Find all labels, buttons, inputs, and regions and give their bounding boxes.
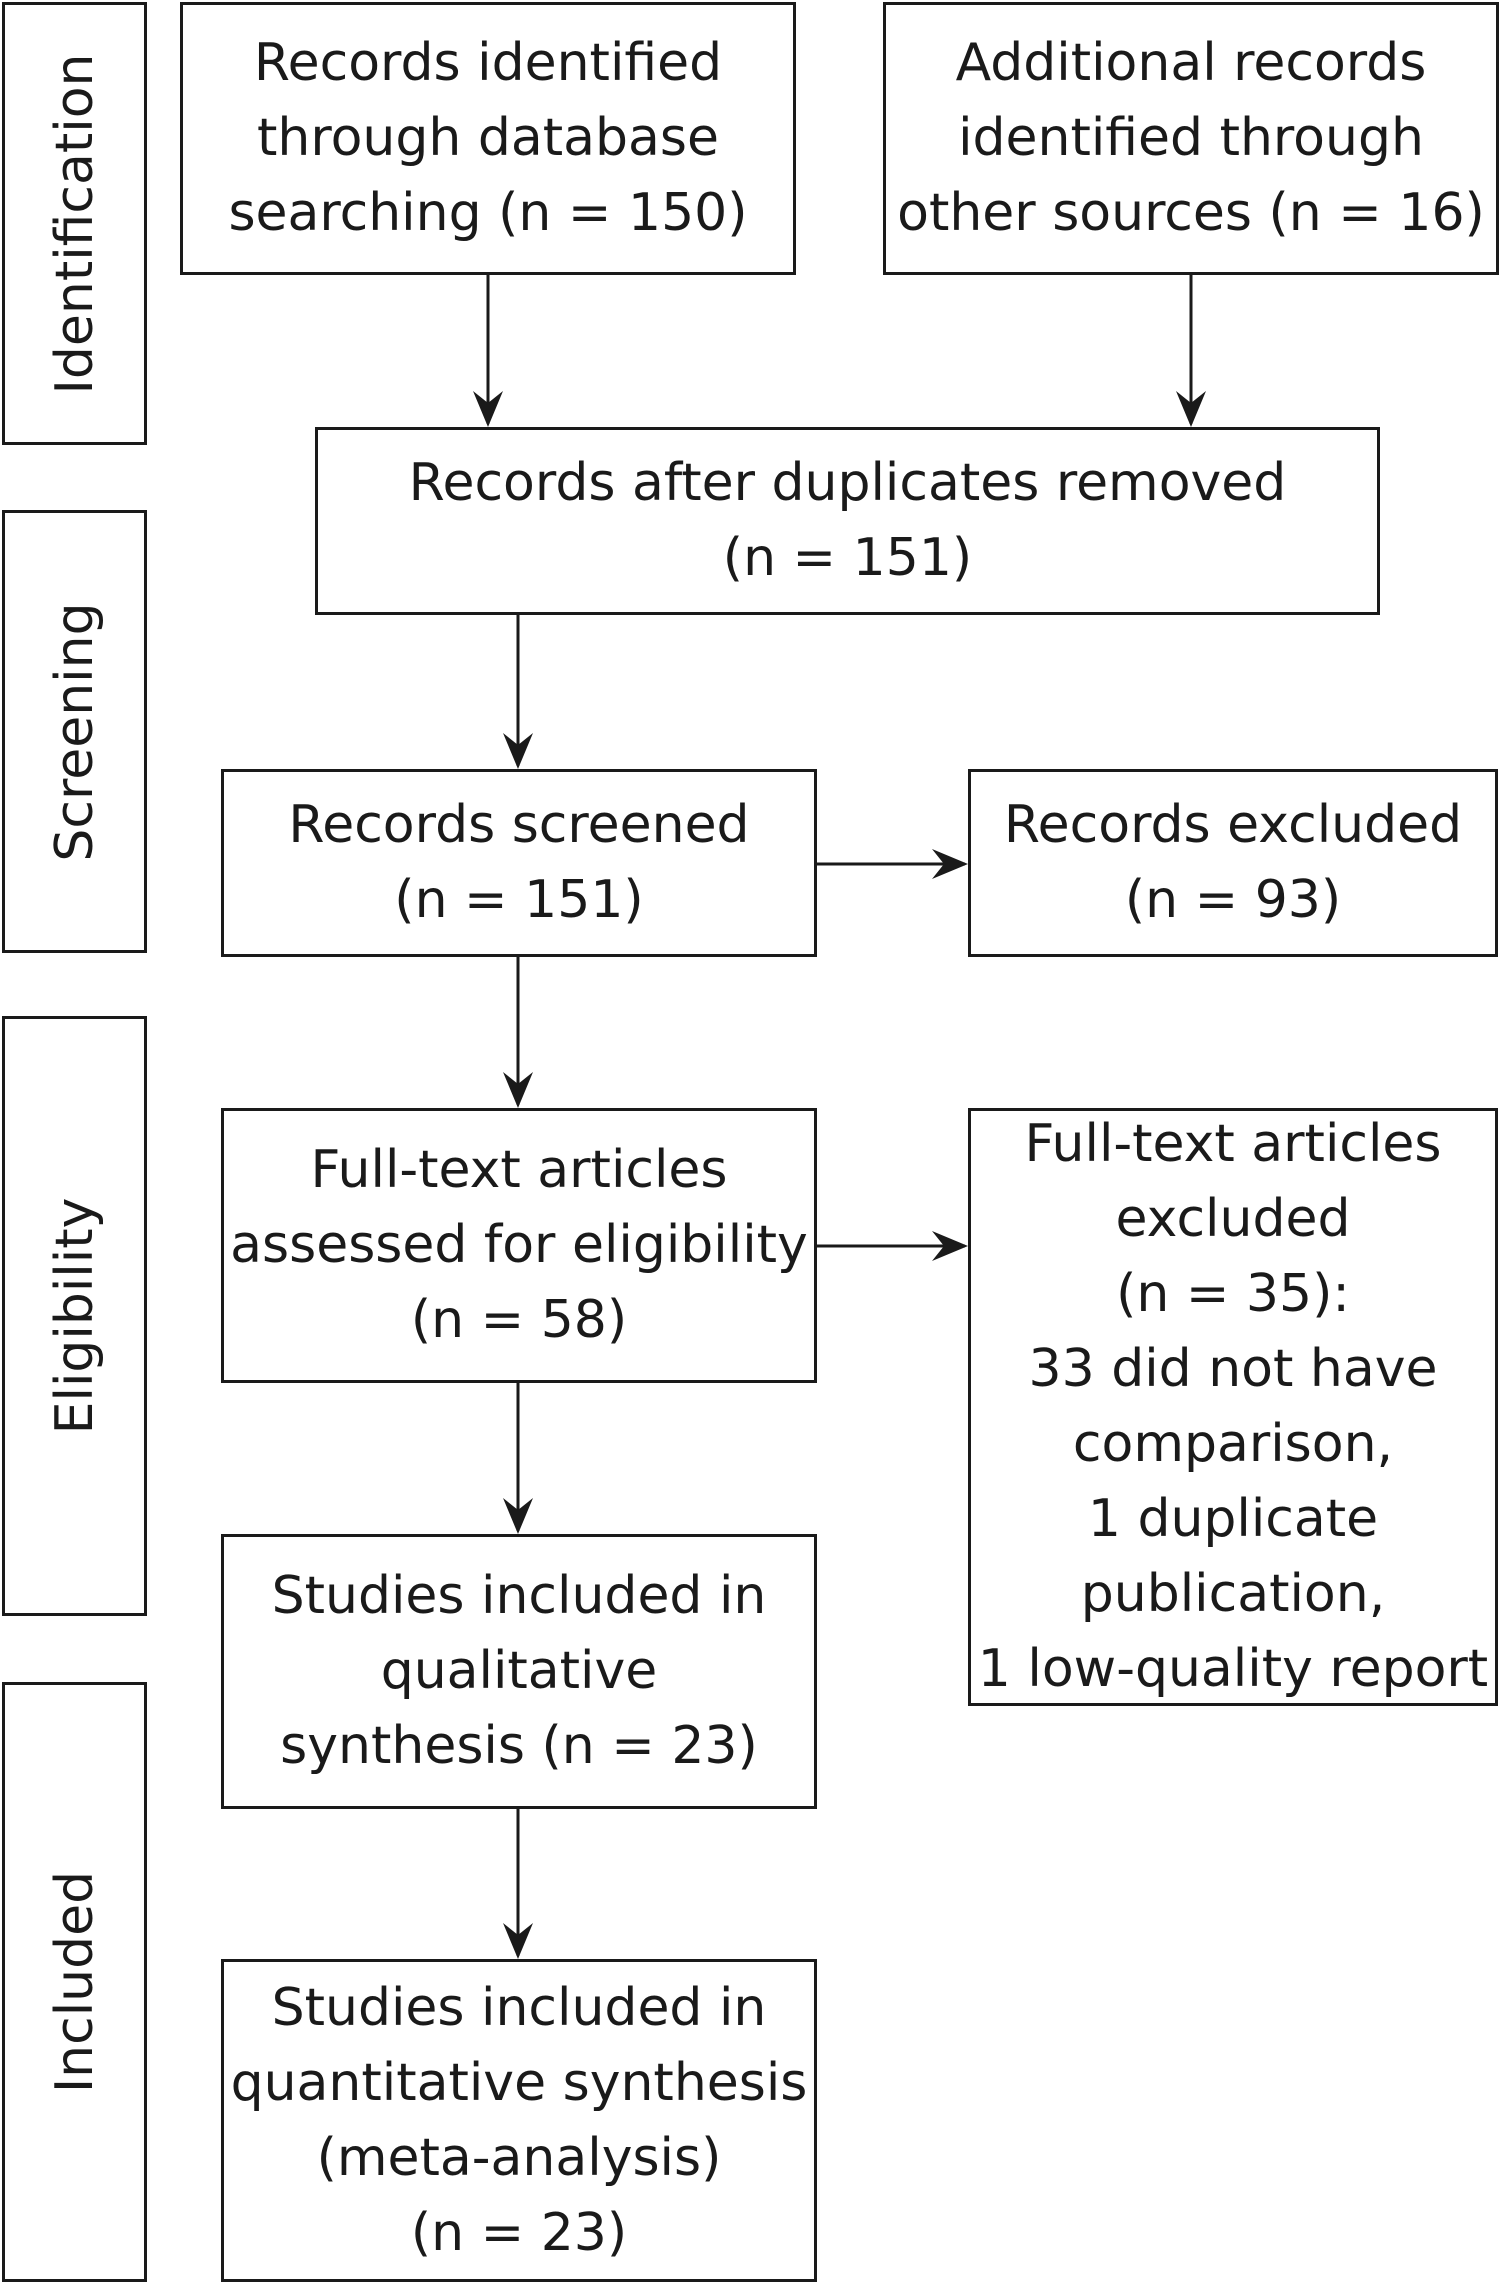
full-text-assessed-box: Full-text articles assessed for eligibil… [221,1108,817,1383]
qualitative-synthesis-text: Studies included in qualitative synthesi… [271,1566,767,1776]
other-records-text: Additional records identified through ot… [897,33,1485,243]
stage-eligibility: Eligibility [2,1016,147,1616]
other-records-box: Additional records identified through ot… [883,2,1499,275]
excluded-text: Records excluded (n = 93) [1003,795,1463,930]
stage-included: Included [2,1682,147,2282]
stage-screening: Screening [2,510,147,953]
excluded-box: Records excluded (n = 93) [968,769,1498,957]
full-text-assessed-text: Full-text articles assessed for eligibil… [230,1140,808,1350]
after-duplicates-box: Records after duplicates removed (n = 15… [315,427,1380,615]
screened-box: Records screened (n = 151) [221,769,817,957]
qualitative-synthesis-box: Studies included in qualitative synthesi… [221,1534,817,1809]
screened-text: Records screened (n = 151) [288,795,750,930]
database-records-box: Records identified through database sear… [180,2,796,275]
full-text-excluded-text: Full-text articles excluded (n = 35): 33… [977,1114,1489,1699]
after-duplicates-text: Records after duplicates removed (n = 15… [408,453,1287,588]
full-text-excluded-box: Full-text articles excluded (n = 35): 33… [968,1108,1498,1706]
stage-identification: Identification [2,2,147,445]
quantitative-synthesis-text: Studies included in quantitative synthes… [230,1977,808,2263]
quantitative-synthesis-box: Studies included in quantitative synthes… [221,1959,817,2282]
database-records-text: Records identified through database sear… [228,33,748,243]
